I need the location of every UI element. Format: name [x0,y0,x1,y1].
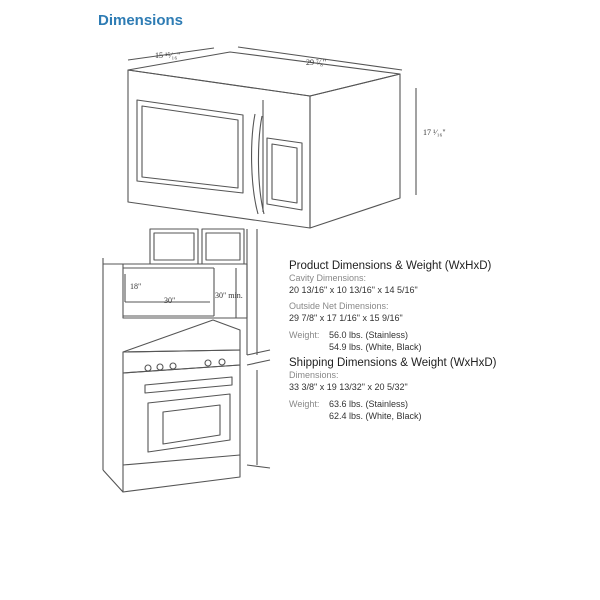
upper-cabinet-left [149,228,199,265]
depth-dimension: 15 ¹⁵⁄₁₆" [155,51,181,60]
range-oven-window [162,404,221,445]
outside-label: Outside Net Dimensions: [289,301,389,311]
shipping-weight-stainless: 63.6 lbs. (Stainless) [329,399,409,409]
product-weight-white-black: 54.9 lbs. (White, Black) [329,342,422,352]
height-dimension: 17 ¹⁄₁₆" [423,128,446,137]
product-heading: Product Dimensions & Weight (WxHxD) [289,260,492,272]
door-handle [251,113,259,215]
range-cooktop [122,319,241,353]
microwave-front-panel [127,69,311,229]
microwave-side-panel [309,73,401,229]
upper-cabinet-right [201,228,245,265]
control-panel [266,137,303,211]
width-dimension: 29 ⁷⁄₈" [306,58,327,67]
shipping-dims-label: Dimensions: [289,370,339,380]
shipping-heading: Shipping Dimensions & Weight (WxHxD) [289,357,497,369]
door-window-outer [136,99,244,194]
product-weight-row: Weight: 56.0 lbs. (Stainless) [289,329,529,341]
section-title: Dimensions [98,12,184,29]
door-window-inner [141,105,239,189]
shipping-dims-value: 33 3/8" x 19 13/32" x 20 5/32" [289,382,408,392]
outside-value: 29 7/8" x 17 1/16" x 15 9/16" [289,313,403,323]
min-distance-label: 30" min. [215,291,243,300]
shipping-weight-row: Weight: 63.6 lbs. (Stainless) [289,398,529,410]
range-body [122,364,241,493]
depth-dimension-line [127,47,215,61]
product-weight-stainless: 56.0 lbs. (Stainless) [329,330,409,340]
cavity-label: Cavity Dimensions: [289,273,367,283]
clearance-height-label: 18" [130,282,142,291]
product-weight-label: Weight: [289,330,320,340]
cabinet-width-label: 30" [164,296,176,305]
range-oven-door [147,393,231,453]
width-dimension-line [237,46,403,71]
shipping-weight-white-black: 62.4 lbs. (White, Black) [329,411,422,421]
shipping-weight-label: Weight: [289,399,320,409]
range-oven-handle [144,376,233,394]
installed-microwave [122,263,248,319]
spec-panel: Product Dimensions & Weight (WxHxD) Cavi… [289,259,529,422]
cavity-value: 20 13/16" x 10 13/16" x 14 5/16" [289,285,418,295]
